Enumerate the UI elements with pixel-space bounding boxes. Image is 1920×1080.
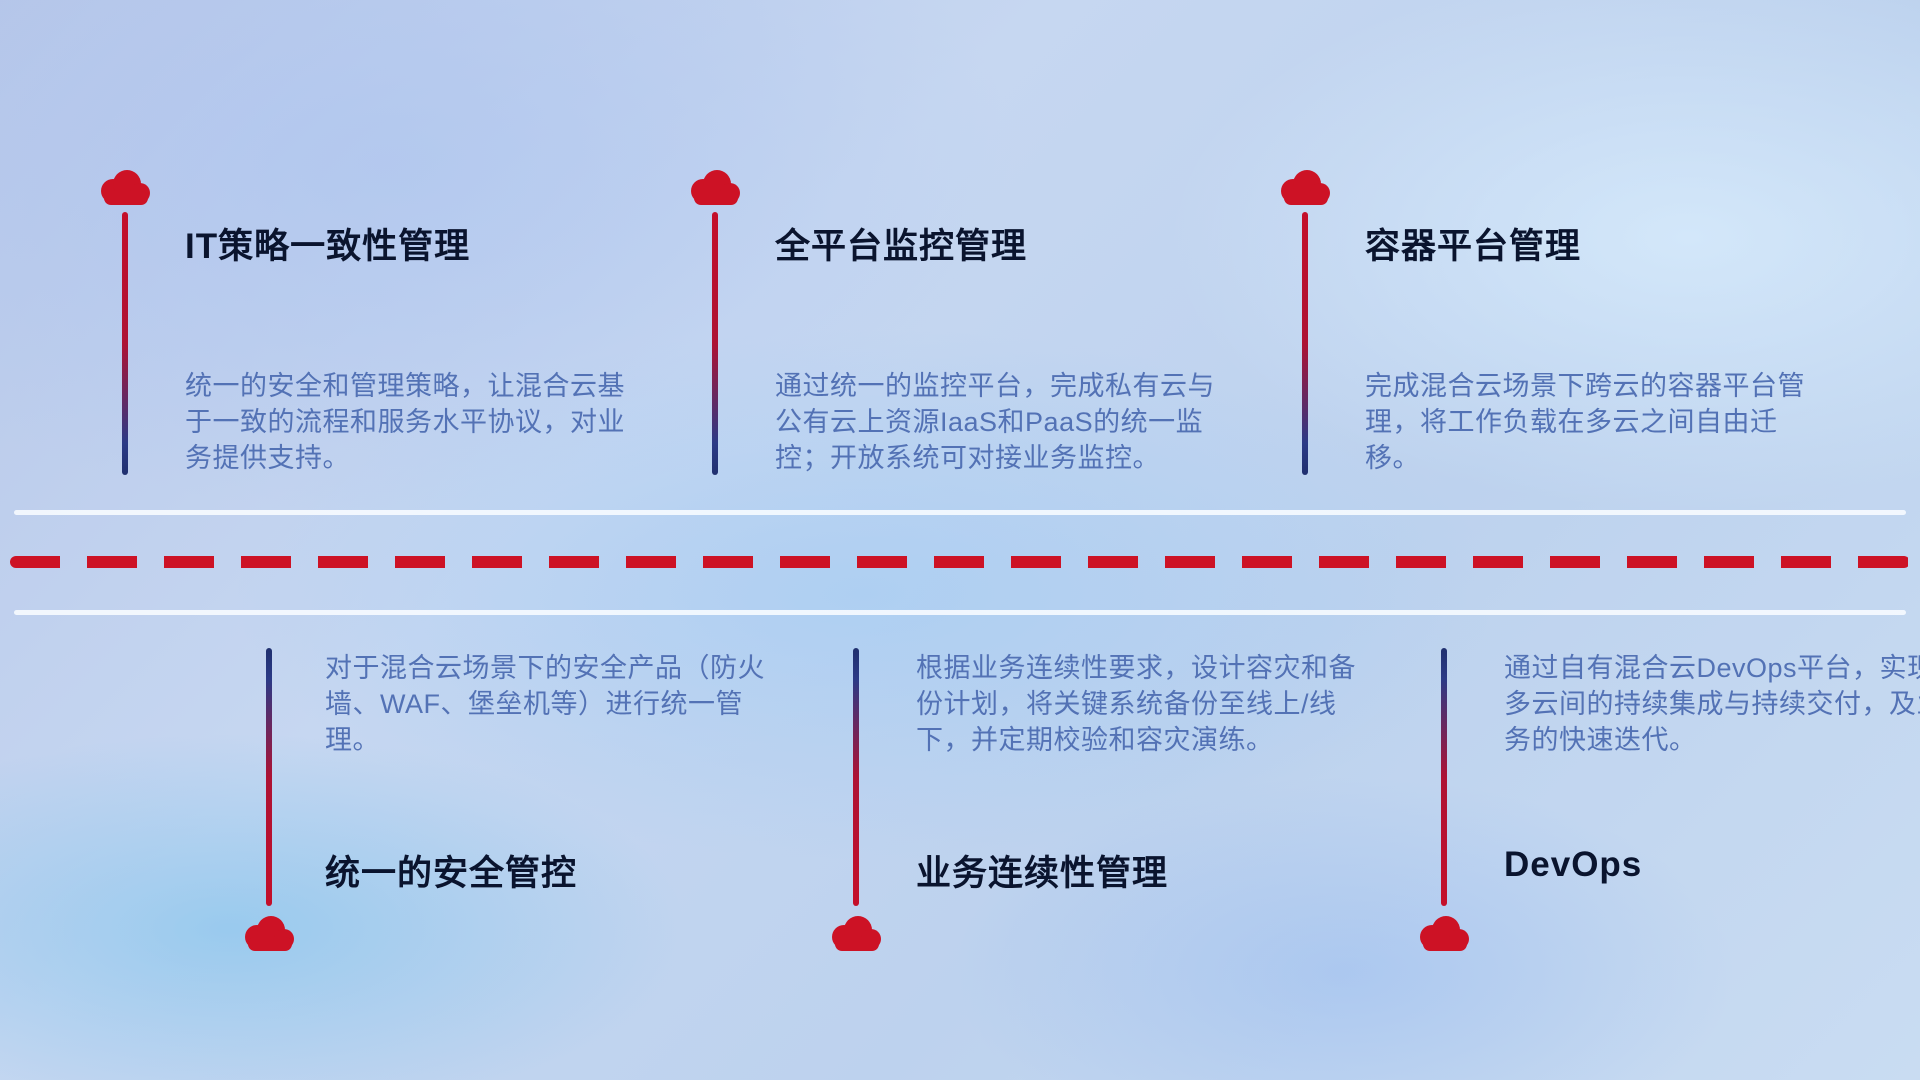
connector-line [266, 648, 272, 906]
connector-line [712, 212, 718, 475]
feature-description: 通过自有混合云DevOps平台，实现多云间的持续集成与持续交付，及业务的快速迭代… [1504, 653, 1920, 756]
cloud-icon [1274, 166, 1336, 210]
feature-description: 完成混合云场景下跨云的容器平台管理，将工作负载在多云之间自由迁移。 [1365, 371, 1805, 474]
feature-description: 对于混合云场景下的安全产品（防火墙、WAF、堡垒机等）进行统一管理。 [325, 653, 765, 756]
cloud-icon [94, 166, 156, 210]
divider-dashed-line [10, 556, 1910, 568]
feature-title: 业务连续性管理 [916, 854, 1169, 893]
feature-title: 统一的安全管控 [325, 854, 578, 893]
connector-line [1302, 212, 1308, 475]
cloud-icon [1413, 912, 1475, 956]
connector-line [1441, 648, 1447, 906]
divider-solid-line-bottom [14, 610, 1906, 615]
feature-title: 容器平台管理 [1365, 227, 1582, 266]
connector-line [122, 212, 128, 475]
feature-description: 根据业务连续性要求，设计容灾和备份计划，将关键系统备份至线上/线下，并定期校验和… [916, 653, 1356, 756]
feature-title: 全平台监控管理 [775, 227, 1028, 266]
cloud-icon [684, 166, 746, 210]
feature-description: 统一的安全和管理策略，让混合云基于一致的流程和服务水平协议，对业务提供支持。 [185, 371, 625, 474]
feature-title: DevOps [1504, 845, 1643, 884]
divider-solid-line-top [14, 510, 1906, 515]
cloud-icon [825, 912, 887, 956]
cloud-icon [238, 912, 300, 956]
feature-description: 通过统一的监控平台，完成私有云与公有云上资源IaaS和PaaS的统一监控；开放系… [775, 371, 1215, 474]
feature-title: IT策略一致性管理 [185, 227, 471, 266]
connector-line [853, 648, 859, 906]
